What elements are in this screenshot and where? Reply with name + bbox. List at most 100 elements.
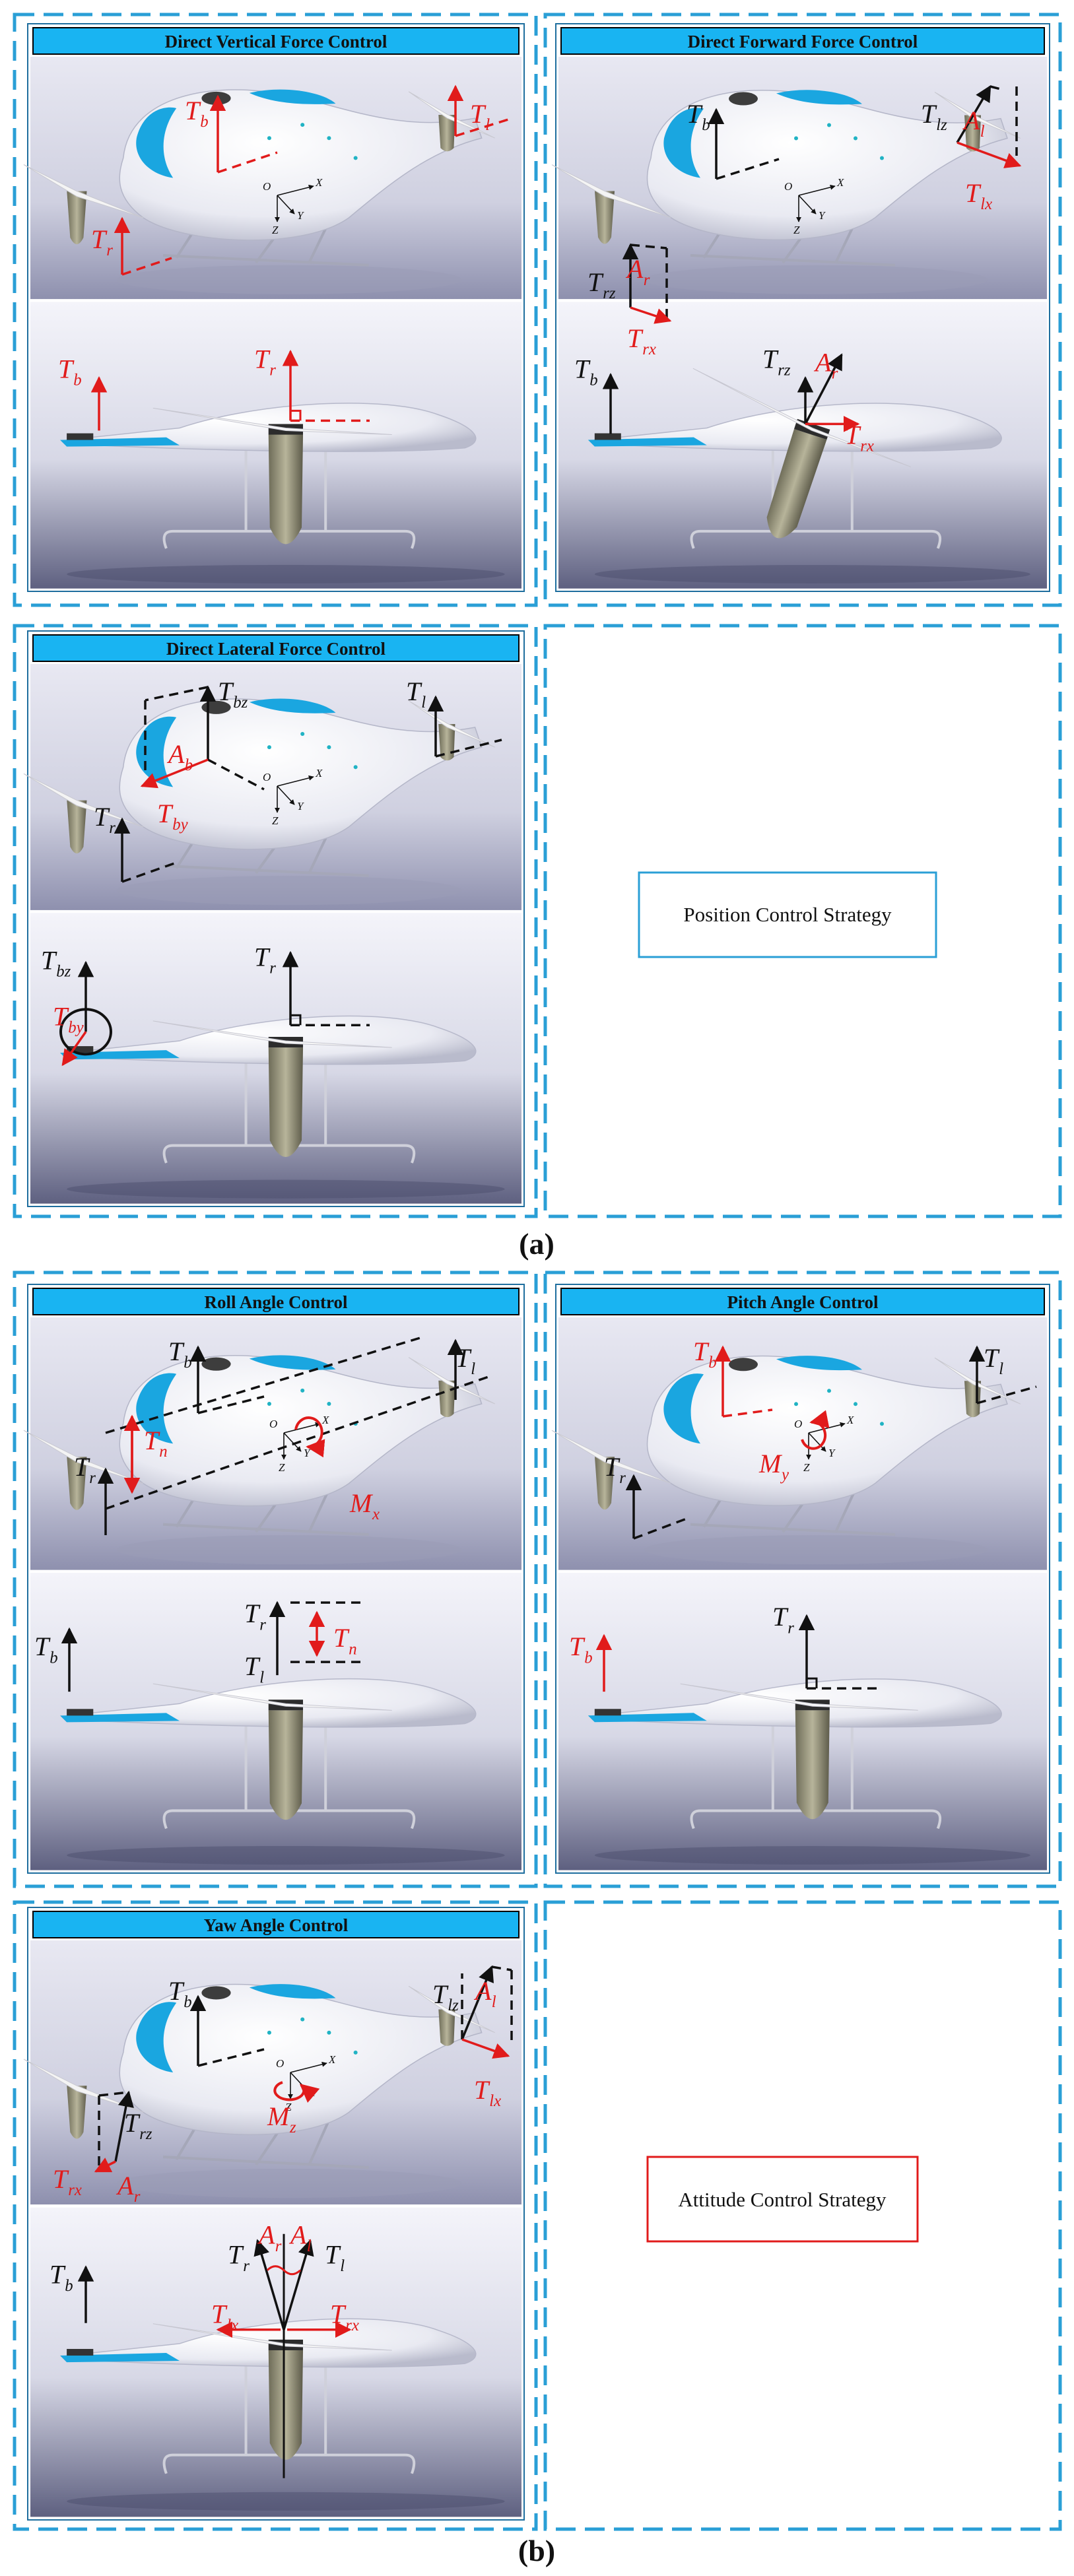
fuselage-body <box>119 698 483 850</box>
right-angle-mark <box>290 1014 302 1026</box>
dorsal-blue-patch <box>249 1984 336 1999</box>
sensor-dot <box>827 1389 831 1393</box>
origin-label: O <box>269 1418 277 1430</box>
x-axis-label: X <box>328 2053 336 2066</box>
dashed-line <box>491 1965 512 1971</box>
variable-subscript: bz <box>56 962 71 980</box>
z-axis-label: Z <box>803 1461 810 1474</box>
right-propeller-blade <box>23 773 144 828</box>
variable-subscript: rx <box>860 438 874 455</box>
force-arrow <box>804 353 843 425</box>
force-arrow <box>956 84 991 143</box>
ground-shadow <box>116 875 462 906</box>
origin-label: O <box>784 180 792 193</box>
fuselage-body <box>119 1355 483 1507</box>
variable-symbol: T <box>94 802 110 832</box>
fuselage-body <box>646 1355 1008 1506</box>
variable-symbol: A <box>257 2220 275 2250</box>
dashed-line <box>435 739 502 758</box>
body-fan-pod <box>594 433 621 440</box>
moment-arc <box>801 1410 830 1450</box>
propeller-blade <box>152 407 392 436</box>
right-angle-mark <box>290 409 302 421</box>
ground-shadow <box>116 2168 462 2198</box>
z-axis-label: Z <box>279 1461 285 1474</box>
skid-rail <box>162 864 369 877</box>
canopy-blue-patch <box>663 1373 704 1444</box>
x-axis-label: X <box>315 767 323 779</box>
y-axis-label: Y <box>297 209 304 222</box>
variable-symbol: M <box>349 1488 374 1518</box>
sensor-dot <box>353 156 358 160</box>
force-arrow <box>61 1031 87 1067</box>
variable-symbol: T <box>254 344 271 374</box>
moment-arc <box>273 2081 320 2103</box>
variable-subscript: lz <box>936 116 947 134</box>
dashed-line <box>716 158 780 180</box>
panel-title: Roll Angle Control <box>204 1292 348 1312</box>
dashed-line <box>722 1408 773 1418</box>
right-propeller-blade <box>551 164 671 218</box>
variable-symbol: T <box>587 267 604 297</box>
variable-subscript: b <box>702 116 710 134</box>
rotor-nacelle-group <box>152 407 392 545</box>
body-fan-hub <box>729 1358 758 1371</box>
variable-subscript: by <box>172 816 188 834</box>
y-axis <box>283 1432 302 1452</box>
dashed-line <box>990 85 1004 91</box>
panel-title: Direct Lateral Force Control <box>166 639 386 659</box>
sensor-dot <box>827 123 831 127</box>
variable-symbol: T <box>91 224 108 254</box>
variable-symbol: T <box>845 420 861 449</box>
sensor-dot <box>300 1388 305 1393</box>
panel-title-bar <box>32 1288 520 1315</box>
right-propeller-blade <box>551 1430 671 1484</box>
sensor-dot <box>327 136 331 141</box>
force-arrow <box>461 2038 510 2059</box>
z-axis-label: Z <box>285 2101 292 2113</box>
origin-label: O <box>276 2057 284 2070</box>
variable-symbol: T <box>455 1343 472 1373</box>
left-rotor-nacelle <box>438 115 455 152</box>
side-view-render <box>30 913 521 1204</box>
canopy-blue-patch <box>663 108 704 178</box>
attitude-strategy-box <box>646 2156 919 2243</box>
panel-title: Direct Vertical Force Control <box>165 32 387 51</box>
variable-subscript: rz <box>139 2125 152 2143</box>
variable-symbol: T <box>474 2075 490 2105</box>
fuselage-body <box>119 89 483 241</box>
ground-reflection <box>67 1179 505 1199</box>
variable-symbol: T <box>762 344 779 374</box>
variable-subscript: lx <box>489 2092 501 2110</box>
sensor-dot <box>880 1422 884 1426</box>
sensor-dot <box>353 2050 358 2055</box>
body-fan-hub <box>201 1986 231 2000</box>
dashed-frame-lateral <box>13 624 538 1218</box>
variable-subscript: r <box>644 271 650 289</box>
body-fan-pod <box>67 1709 94 1716</box>
ground-reflection <box>67 2492 505 2511</box>
variable-symbol: T <box>58 354 75 383</box>
rotor-nacelle-group <box>152 1683 392 1820</box>
x-axis <box>798 184 836 196</box>
z-axis-label: Z <box>272 224 279 236</box>
ground-reflection <box>594 564 1030 583</box>
sensor-dot <box>327 745 331 750</box>
sensor-dot <box>267 745 271 750</box>
force-arrow <box>283 2239 314 2330</box>
rotor-nacelle-group <box>152 1020 392 1157</box>
